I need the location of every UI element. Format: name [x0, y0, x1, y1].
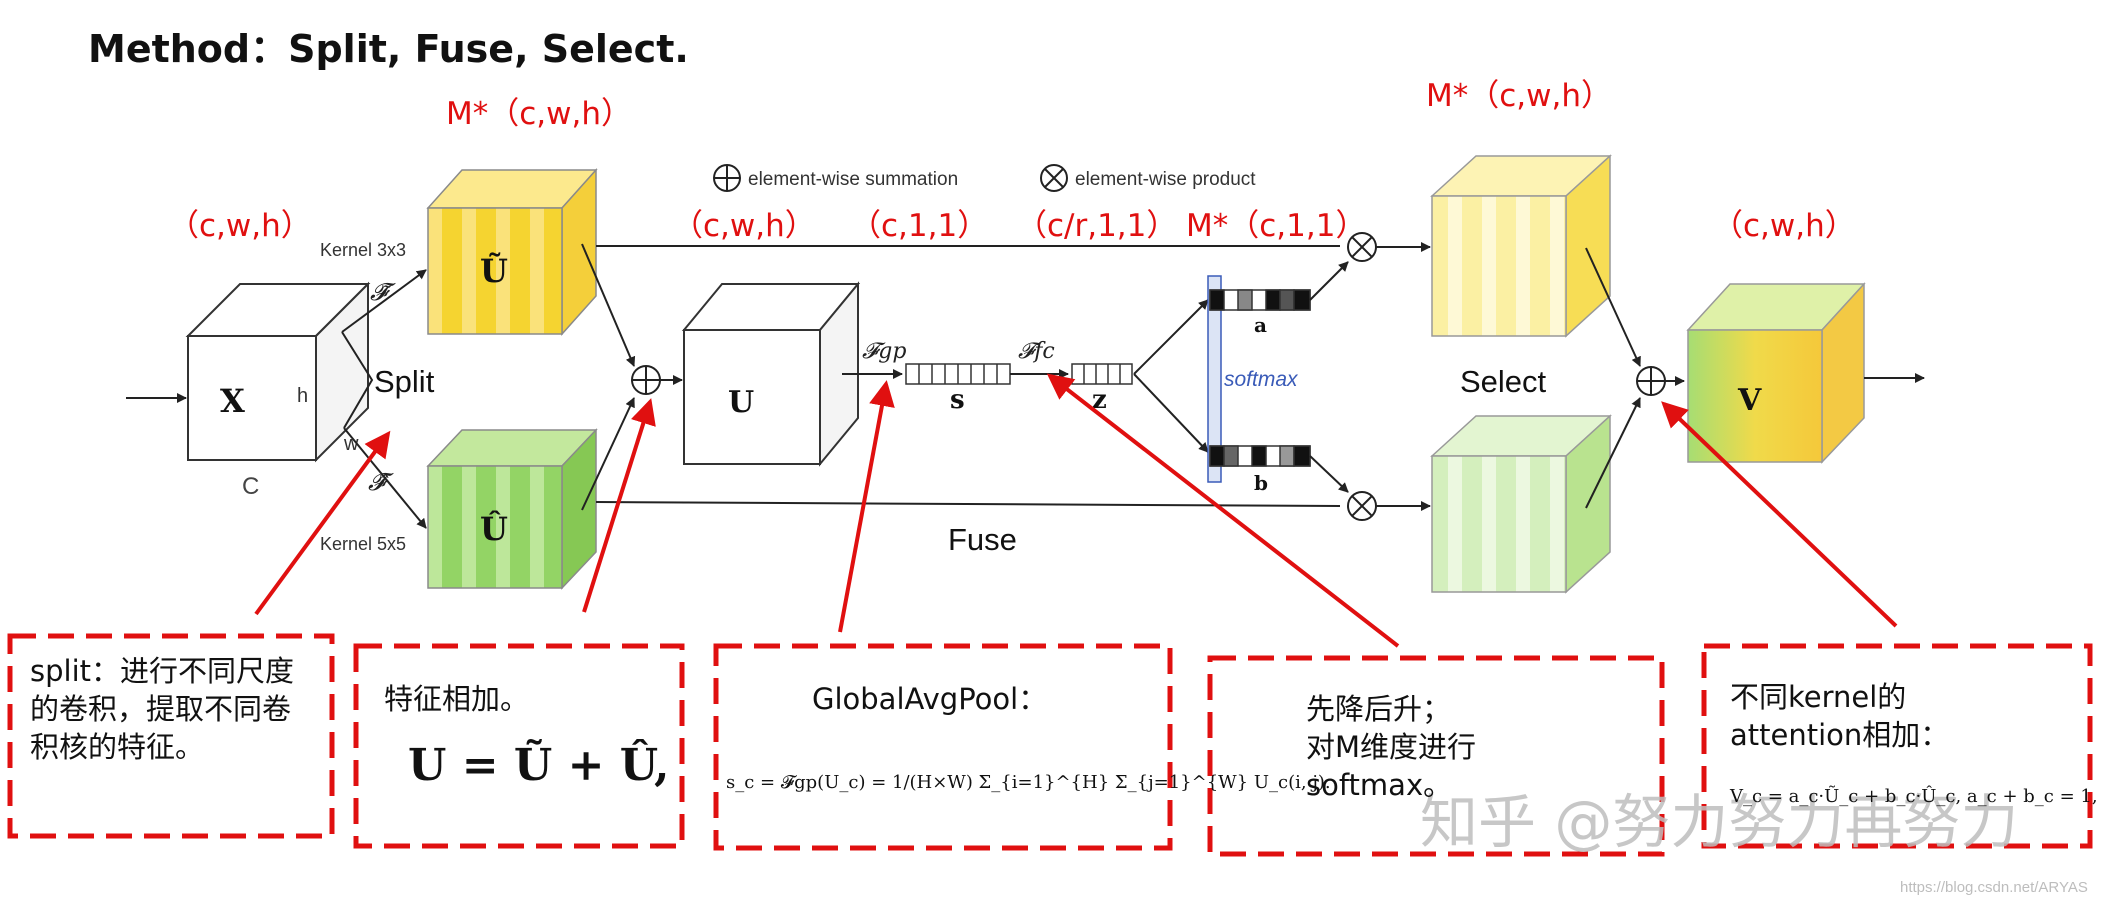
vector-a-label: a [1254, 313, 1267, 337]
product-node-top [1347, 232, 1377, 262]
dim-u: （c,w,h） [672, 208, 816, 244]
vector-a [1209, 289, 1311, 311]
cube-v-label: V [1737, 383, 1762, 418]
source-url: https://blog.csdn.net/ARYAS [1900, 879, 2088, 896]
legend-sum: element-wise summation [713, 164, 958, 192]
annotation-split: split：进行不同尺度 的卷积，提取不同卷 积核的特征。 [30, 654, 295, 764]
pointer-sum [582, 398, 656, 613]
formula-sum: U = Ũ + Û, [408, 740, 670, 791]
cube-x-c-label: C [242, 473, 259, 500]
sum-node-2 [1636, 366, 1666, 396]
kernel5-label: Kernel 5x5 [320, 534, 406, 554]
cube-u-hat-label: Û [480, 510, 508, 548]
annotation-box-gap [713, 643, 1173, 851]
annotation-box-fc [1207, 655, 1665, 857]
vector-z-label: z [1092, 385, 1107, 415]
annotation-gap: GlobalAvgPool： [812, 682, 1048, 716]
pointer-gap [838, 380, 895, 633]
cube-u [681, 281, 861, 467]
cube-x-w-label: w [343, 433, 359, 455]
dim-s: （c,1,1） [850, 208, 988, 244]
dim-x-input: （c,w,h） [168, 208, 312, 244]
f-tilde-label: 𝓕̃ [370, 278, 396, 306]
split-label: Split [374, 364, 435, 399]
cube-x [185, 281, 371, 463]
annotation-box-attention [1701, 643, 2093, 849]
cube-x-h-label: h [297, 385, 308, 407]
f-gp-label: 𝓕gp [862, 339, 906, 364]
pointer-attention [1661, 401, 1898, 628]
vector-b-label: b [1254, 471, 1268, 495]
cube-select-yellow [1430, 154, 1612, 338]
fuse-label: Fuse [948, 522, 1017, 557]
bypass-bottom [595, 501, 1341, 507]
dim-v-out: （c,w,h） [1712, 208, 1856, 244]
softmax-label: softmax [1224, 368, 1299, 391]
f-hat-label: 𝓕̂ [368, 468, 394, 496]
legend-product-label: element-wise product [1075, 169, 1256, 190]
cube-u-tilde [426, 168, 598, 336]
annotation-sum: 特征相加。 [384, 682, 530, 716]
vector-s [905, 363, 1011, 385]
f-fc-label: 𝓕fc [1018, 339, 1055, 364]
pointer-split [254, 430, 391, 616]
annotation-box-sum [353, 643, 685, 849]
vector-s-label: s [950, 385, 965, 415]
cube-v [1686, 282, 1866, 464]
annotation-attention: 不同kernel的 attention相加： [1730, 680, 1950, 752]
annotation-fc: 先降后升； 对M维度进行 softmax。 [1306, 692, 1477, 802]
formula-gap: s_c = 𝓕gp(U_c) = 1/(H×W) Σ_{i=1}^{H} Σ_{… [726, 772, 1331, 793]
softmax-band [1207, 275, 1222, 483]
vector-z [1071, 363, 1133, 385]
dim-branches: M*（c,w,h） [446, 96, 632, 132]
annotation-box-split [7, 633, 335, 839]
dim-z: （c/r,1,1） [1016, 208, 1177, 244]
cube-u-hat [426, 428, 598, 590]
dim-attention: M*（c,1,1） [1186, 208, 1366, 244]
legend-sum-label: element-wise summation [748, 169, 958, 190]
page-title: Method：Split, Fuse, Select. [88, 27, 689, 71]
product-node-bottom [1347, 491, 1377, 521]
dim-select-out: M*（c,w,h） [1426, 78, 1612, 114]
split-lines [341, 331, 374, 429]
cube-u-label: U [728, 385, 754, 420]
cube-x-label: X [220, 382, 245, 420]
kernel3-label: Kernel 3x3 [320, 240, 406, 260]
select-label: Select [1460, 364, 1547, 399]
pointer-fc [1046, 373, 1400, 648]
sum-node-1 [631, 365, 661, 395]
cube-u-tilde-label: Ũ [480, 252, 508, 290]
vector-b [1209, 445, 1311, 467]
times-circle-icon [1040, 164, 1068, 192]
formula-attention: V_c = a_c·Ũ_c + b_c·Û_c, a_c + b_c = 1, [1730, 786, 2098, 807]
legend-product: element-wise product [1040, 164, 1256, 192]
watermark: 知乎 @努力努力再努力 [1420, 788, 2018, 856]
cube-select-green [1430, 414, 1612, 594]
